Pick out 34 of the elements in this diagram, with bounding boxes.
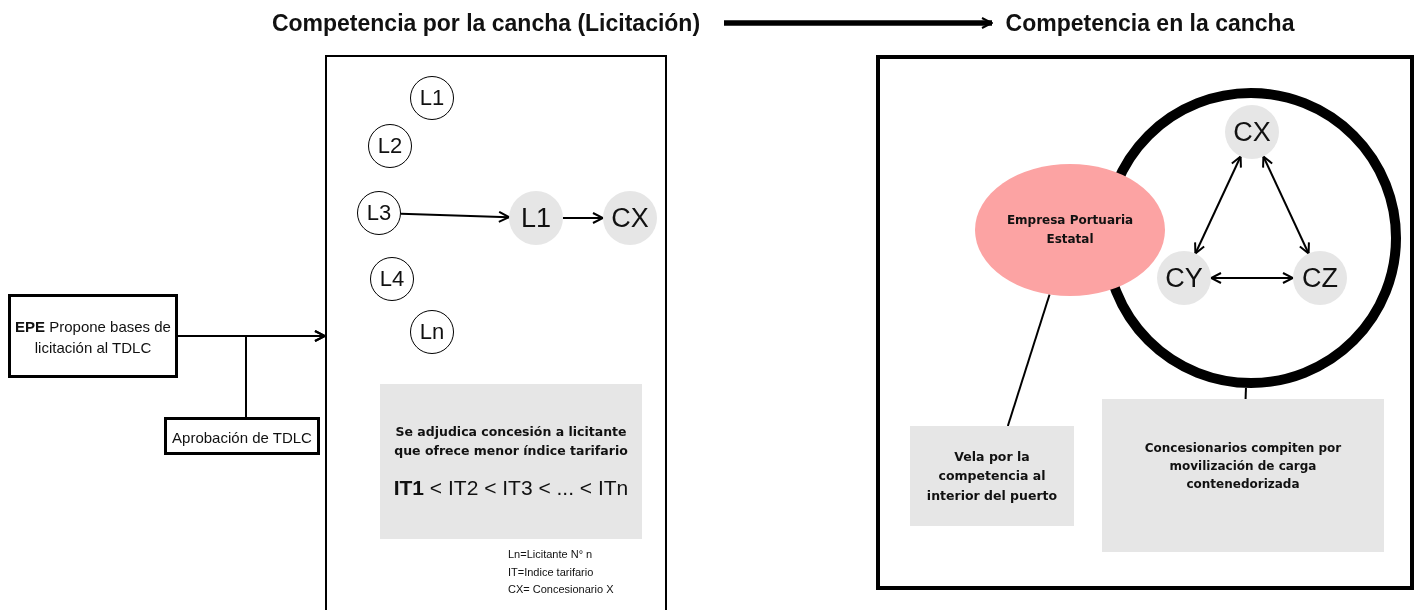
connector-line (1006, 293, 1051, 427)
concession-circle: CX (1225, 105, 1279, 159)
process-box: EPE Propone bases de licitación al TDLC (8, 294, 178, 378)
bidder-circle: L3 (357, 191, 401, 235)
panel (876, 55, 1414, 590)
note-card: Vela por la competencia al interior del puerto (910, 426, 1074, 526)
legend-note: Ln=Licitante N° n (508, 547, 594, 562)
legend-note: IT=Indice tarifario (508, 564, 595, 580)
legend-note: CX= Concesionario X (508, 582, 614, 598)
bidder-circle: L4 (370, 257, 414, 301)
entity-ellipse: Empresa Portuaria Estatal (975, 164, 1165, 296)
card-text: Se adjudica concesión a licitante que ofrece menor índice tarifario (393, 422, 629, 460)
bidder-circle: L1 (410, 76, 454, 120)
connector-line (1244, 386, 1247, 400)
heading: Competencia por la cancha (Licitación) (246, 6, 726, 40)
concession-circle: CX (603, 191, 657, 245)
concession-circle: CY (1157, 251, 1211, 305)
arrow (400, 210, 510, 223)
formula: IT1 < IT2 < IT3 < ... < ITn (393, 476, 629, 501)
bidder-circle: L2 (368, 124, 412, 168)
process-box: Aprobación de TDLC (164, 417, 320, 455)
bidder-circle: Ln (410, 310, 454, 354)
heading: Competencia en la cancha (990, 6, 1310, 40)
arrow (1210, 272, 1294, 284)
panel (325, 55, 667, 610)
arrow (724, 17, 993, 29)
arrow (562, 212, 604, 224)
arrow (245, 330, 326, 418)
arrow (1194, 155, 1242, 255)
info-card (380, 384, 642, 539)
arrow (1262, 155, 1310, 255)
note-card: Concesionarios compiten por movilización de carga contenedorizada (1102, 399, 1384, 552)
concession-circle: CZ (1293, 251, 1347, 305)
concession-circle: L1 (509, 191, 563, 245)
